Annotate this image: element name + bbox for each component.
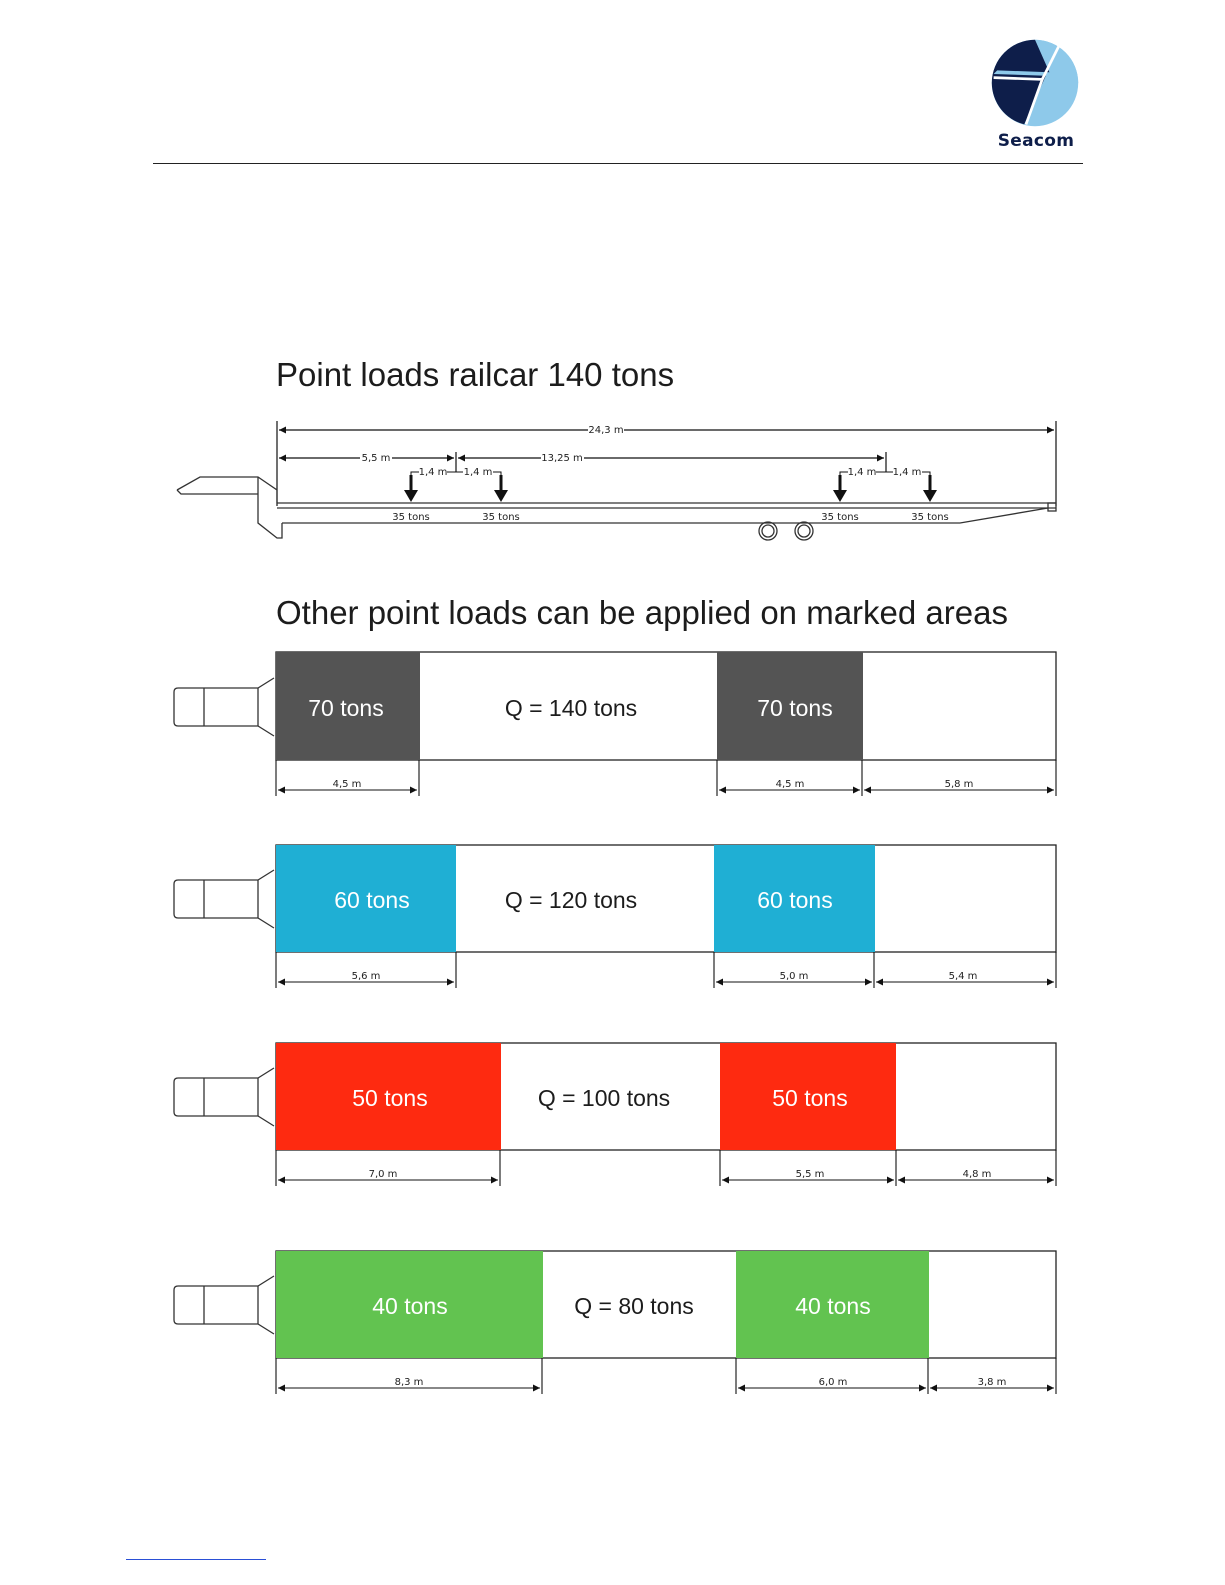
load-area-front [276,1043,501,1150]
dimension-label: 5,0 m [780,971,809,982]
dimension-label: 7,0 m [369,1169,398,1180]
spacing-dimensions: 1,4 m 1,4 m 1,4 m 1,4 m [410,467,931,478]
point-load-label: 35 tons [482,512,520,523]
point-load-label: 35 tons [821,512,859,523]
load-area-rear [736,1251,929,1358]
dimension-label: 3,8 m [978,1377,1007,1388]
header-rule [153,163,1083,164]
railcar-title: Point loads railcar 140 tons [276,356,675,393]
load-label-rear: 60 tons [757,887,832,913]
seacom-logo-icon [991,39,1079,127]
hitch-icon [173,677,275,737]
total-length-dimension: 24,3 m [279,425,1054,436]
load-area-front [276,652,420,760]
footer-rule [126,1559,266,1560]
spacing-label: 1,4 m [893,467,922,478]
dimension-label: 5,8 m [945,779,974,790]
dimension-label: 4,5 m [776,779,805,790]
dimension-label: 4,8 m [963,1169,992,1180]
load-area-front [276,845,456,952]
dimension-label: 6,0 m [819,1377,848,1388]
point-load-label: 35 tons [911,512,949,523]
load-label-front: 50 tons [352,1085,427,1111]
dimension-lines [275,1358,1057,1394]
load-label-front: 60 tons [334,887,409,913]
area-config-3: 50 tons Q = 100 tons 50 tons 7,0 m 5,5 m… [173,1042,1057,1186]
load-label-rear: 70 tons [757,695,832,721]
total-load-label: Q = 100 tons [538,1085,670,1111]
load-arrow-icon [404,475,418,502]
dimension-lines [275,1150,1057,1186]
load-area-rear [714,845,875,952]
dimension-label: 5,6 m [352,971,381,982]
load-arrow-icon [833,475,847,502]
area-config-4: 40 tons Q = 80 tons 40 tons 8,3 m 6,0 m … [173,1250,1057,1394]
dimension-label: 4,5 m [333,779,362,790]
logo-text: Seacom [997,131,1075,151]
railcar-body [176,476,1057,541]
dimension-lines [275,760,1057,796]
load-area-front [276,1251,543,1358]
load-area-rear [717,652,863,760]
area-config-1: 70 tons Q = 140 tons 70 tons 4,5 m 4,5 m… [173,651,1057,796]
dimension-label: 5,4 m [949,971,978,982]
point-load-label: 35 tons [392,512,430,523]
total-load-label: Q = 80 tons [574,1293,694,1319]
spacing-label: 1,4 m [848,467,877,478]
railcar-side-view: 24,3 m 5,5 m 13,25 m 1,4 m 1,4 m 1,4 [176,421,1057,541]
dimension-label: 5,5 m [796,1169,825,1180]
load-arrow-icon [923,475,937,502]
hitch-icon [173,869,275,929]
spacing-label: 1,4 m [464,467,493,478]
middle-dimension: 13,25 m [458,452,887,472]
logo: Seacom [986,38,1086,154]
total-length-label: 24,3 m [588,425,623,436]
dimension-lines [275,952,1057,988]
spacing-label: 1,4 m [419,467,448,478]
front-dimension: 5,5 m [279,452,457,472]
load-arrow-icon [494,475,508,502]
middle-dimension-label: 13,25 m [541,453,583,464]
front-dimension-label: 5,5 m [362,453,391,464]
total-load-label: Q = 120 tons [505,887,637,913]
load-label-front: 70 tons [308,695,383,721]
load-label-rear: 40 tons [795,1293,870,1319]
dimension-label: 8,3 m [395,1377,424,1388]
hitch-icon [173,1067,275,1127]
load-area-rear [720,1043,896,1150]
hitch-icon [173,1275,275,1335]
load-label-front: 40 tons [372,1293,447,1319]
area-config-2: 60 tons Q = 120 tons 60 tons 5,6 m 5,0 m… [173,844,1057,988]
total-load-label: Q = 140 tons [505,695,637,721]
load-arrows [404,475,937,502]
load-label-rear: 50 tons [772,1085,847,1111]
areas-title: Other point loads can be applied on mark… [276,594,1008,631]
